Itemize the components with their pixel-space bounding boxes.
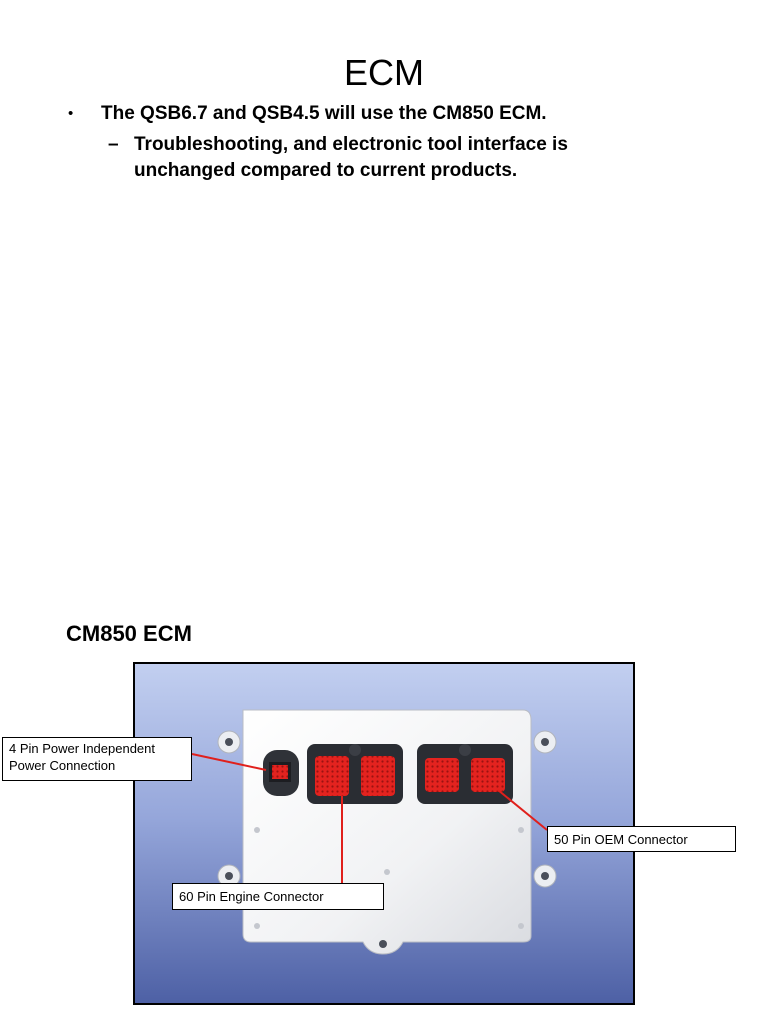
slide-title: ECM — [344, 52, 424, 93]
sub-bullet-text: Troubleshooting, and electronic tool int… — [134, 134, 568, 181]
ecm-illustration — [135, 664, 633, 1003]
bullet-text: The QSB6.7 and QSB4.5 will use the CM850… — [101, 103, 547, 124]
callout-oem-connector: 50 Pin OEM Connector — [547, 826, 736, 852]
ecm-photo — [133, 662, 635, 1005]
leader-oem — [497, 789, 548, 831]
bullet-marker: • — [68, 105, 74, 122]
figure-title: CM850 ECM — [66, 621, 192, 646]
callout-engine-connector: 60 Pin Engine Connector — [172, 883, 384, 910]
callout-power-connection: 4 Pin Power Independent Power Connection — [2, 737, 192, 781]
sub-bullet-marker: – — [108, 134, 119, 155]
leader-power — [191, 753, 267, 771]
